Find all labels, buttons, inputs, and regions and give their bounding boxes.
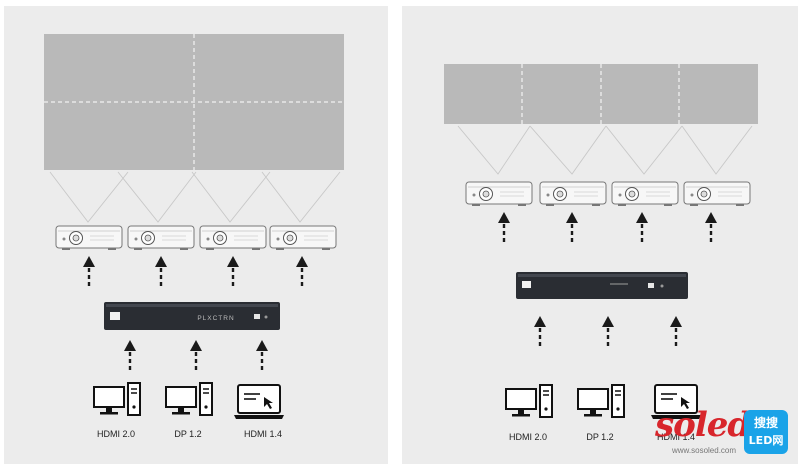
input-label-dp-1-2: DP 1.2 xyxy=(586,432,614,442)
desktop-computer-icon xyxy=(93,382,141,416)
arrow-up-icon xyxy=(81,254,97,288)
desktop-computer-icon xyxy=(165,382,213,416)
projector-icon xyxy=(127,225,195,251)
arrow-up-icon xyxy=(225,254,241,288)
desktop-computer-icon xyxy=(577,384,625,418)
projector-icon xyxy=(269,225,337,251)
processor-brand-label: PLXCTRN xyxy=(197,315,234,322)
arrow-up-icon xyxy=(532,314,548,348)
right-projectors xyxy=(465,181,751,207)
projector-icon xyxy=(465,181,533,207)
projector-icon xyxy=(683,181,751,207)
arrow-up-icon xyxy=(634,210,650,244)
input-label-hdmi-1-4: HDMI 1.4 xyxy=(243,429,283,439)
arrow-up-icon xyxy=(600,314,616,348)
arrow-up-icon xyxy=(188,338,204,372)
arrow-up-icon xyxy=(668,314,684,348)
projector-icon xyxy=(539,181,607,207)
left-processor: PLXCTRN xyxy=(104,302,280,330)
input-label-hdmi-2-0: HDMI 2.0 xyxy=(508,432,548,442)
input-label-hdmi-1-4: HDMI 1.4 xyxy=(656,432,696,442)
arrow-up-icon xyxy=(703,210,719,244)
left-video-wall xyxy=(44,34,344,170)
right-projector-arrows xyxy=(496,210,719,244)
right-projection-beams xyxy=(457,125,753,175)
watermark-logo: soled xyxy=(655,405,751,445)
projector-icon xyxy=(199,225,267,251)
laptop-icon xyxy=(233,384,285,420)
arrow-up-icon xyxy=(153,254,169,288)
arrow-up-icon xyxy=(496,210,512,244)
arrow-up-icon xyxy=(122,338,138,372)
left-projection-beams xyxy=(49,171,341,223)
left-sources xyxy=(93,382,285,420)
watermark-badge-line2: LED网 xyxy=(748,434,784,447)
desktop-computer-icon xyxy=(505,384,553,418)
projector-icon xyxy=(55,225,123,251)
watermark-badge: 搜搜 LED网 xyxy=(744,410,788,454)
arrow-up-icon xyxy=(294,254,310,288)
input-label-hdmi-2-0: HDMI 2.0 xyxy=(96,429,136,439)
arrow-up-icon xyxy=(254,338,270,372)
left-projector-arrows xyxy=(81,254,310,288)
watermark-badge-line1: 搜搜 xyxy=(753,416,778,430)
input-label-dp-1-2: DP 1.2 xyxy=(174,429,202,439)
projector-icon xyxy=(611,181,679,207)
watermark-url: www.sosoled.com xyxy=(672,446,737,455)
right-processor xyxy=(516,272,688,299)
left-input-arrows xyxy=(122,338,270,372)
right-input-arrows xyxy=(532,314,684,348)
arrow-up-icon xyxy=(564,210,580,244)
right-video-wall xyxy=(444,64,758,124)
left-projectors xyxy=(55,225,337,251)
